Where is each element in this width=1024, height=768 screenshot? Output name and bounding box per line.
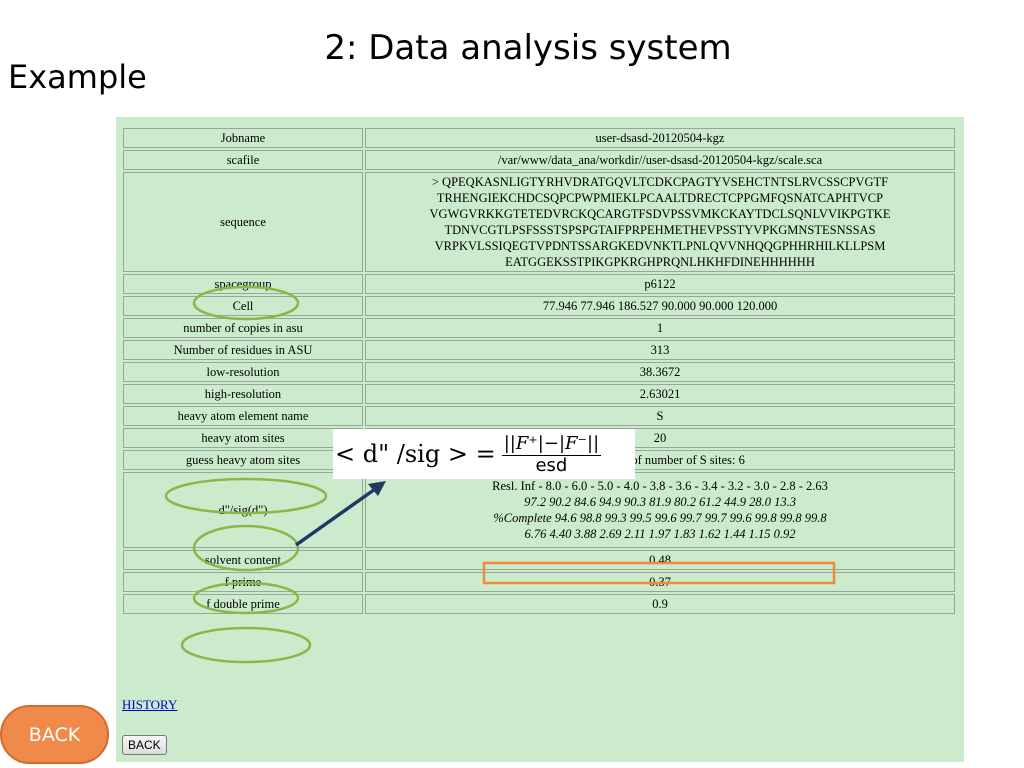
row-key: sequence bbox=[123, 172, 363, 272]
sequence-line: VGWGVRKKGTETEDVRCKQCARGTFSDVPSSVMKCKAYTD… bbox=[429, 207, 891, 221]
row-key: Cell bbox=[123, 296, 363, 316]
row-key: Number of residues in ASU bbox=[123, 340, 363, 360]
row-value: p6122 bbox=[365, 274, 955, 294]
sequence-value: > QPEQKASNLIGTYRHVDRATGQVLTCDKCPAGTYVSEH… bbox=[365, 172, 955, 272]
row-key: f double prime bbox=[123, 594, 363, 614]
row-key: low-resolution bbox=[123, 362, 363, 382]
row-value: 0.9 bbox=[365, 594, 955, 614]
table-row: Cell 77.946 77.946 186.527 90.000 90.000… bbox=[123, 296, 955, 316]
slide-back-button[interactable]: BACK bbox=[0, 705, 109, 764]
sequence-line: EATGGEKSSTPIKGPKRGHPRQNLHKHFDINEHHHHHH bbox=[505, 255, 815, 269]
table-row: Jobname user-dsasd-20120504-kgz bbox=[123, 128, 955, 148]
row-key: scafile bbox=[123, 150, 363, 170]
formula-denominator: esd bbox=[535, 454, 568, 476]
table-row: Number of residues in ASU 313 bbox=[123, 340, 955, 360]
formula-callout: < d" /sig > = ||F⁺|−|F⁻|| esd bbox=[333, 429, 635, 479]
table-row: sequence > QPEQKASNLIGTYRHVDRATGQVLTCDKC… bbox=[123, 172, 955, 272]
row-value: user-dsasd-20120504-kgz bbox=[365, 128, 955, 148]
formula-lhs: < d" /sig > = bbox=[335, 440, 496, 468]
table-row: f prime 0.37 bbox=[123, 572, 955, 592]
row-value: /var/www/data_ana/workdir//user-dsasd-20… bbox=[365, 150, 955, 170]
table-row: number of copies in asu 1 bbox=[123, 318, 955, 338]
table-row: spacegroup p6122 bbox=[123, 274, 955, 294]
dsig-line: %Complete 94.6 98.8 99.3 99.5 99.6 99.7 … bbox=[493, 511, 827, 525]
row-value: 2.63021 bbox=[365, 384, 955, 404]
dsig-line: 6.76 4.40 3.88 2.69 2.11 1.97 1.83 1.62 … bbox=[524, 527, 796, 541]
row-key: high-resolution bbox=[123, 384, 363, 404]
row-key: heavy atom sites bbox=[123, 428, 363, 448]
formula-numerator: ||F⁺|−|F⁻|| bbox=[501, 432, 602, 456]
table-row: solvent content 0.48 bbox=[123, 550, 955, 570]
row-value: S bbox=[365, 406, 955, 426]
row-value: 38.3672 bbox=[365, 362, 955, 382]
table-row: low-resolution 38.3672 bbox=[123, 362, 955, 382]
sequence-line: VRPKVLSSIQEGTVPDNTSSARGKEDVNKTLPNLQVVNHQ… bbox=[434, 239, 886, 253]
slide-title: 2: Data analysis system bbox=[324, 28, 732, 68]
dsig-line: Resl. Inf - 8.0 - 6.0 - 5.0 - 4.0 - 3.8 … bbox=[492, 479, 828, 493]
sequence-line: TDNVCGTLPSFSSSTSPSPGTAIFPRPEHMETHEVPSSTY… bbox=[444, 223, 876, 237]
table-row: high-resolution 2.63021 bbox=[123, 384, 955, 404]
slide-subtitle: Example bbox=[8, 58, 147, 96]
table-row: scafile /var/www/data_ana/workdir//user-… bbox=[123, 150, 955, 170]
row-key: number of copies in asu bbox=[123, 318, 363, 338]
history-link[interactable]: HISTORY bbox=[122, 697, 178, 712]
row-key: heavy atom element name bbox=[123, 406, 363, 426]
row-value: 313 bbox=[365, 340, 955, 360]
row-key: Jobname bbox=[123, 128, 363, 148]
row-key: d"/sig(d") bbox=[123, 472, 363, 548]
sequence-line: TRHENGIEKCHDCSQPCPWPMIEKLPCAALTDRECTCPPG… bbox=[436, 191, 884, 205]
table-row: f double prime 0.9 bbox=[123, 594, 955, 614]
row-value: 77.946 77.946 186.527 90.000 90.000 120.… bbox=[365, 296, 955, 316]
table-row: d"/sig(d") Resl. Inf - 8.0 - 6.0 - 5.0 -… bbox=[123, 472, 955, 548]
sequence-line: > QPEQKASNLIGTYRHVDRATGQVLTCDKCPAGTYVSEH… bbox=[431, 175, 889, 189]
back-button[interactable]: BACK bbox=[122, 735, 167, 755]
dsig-line: 97.2 90.2 84.6 94.9 90.3 81.9 80.2 61.2 … bbox=[524, 495, 796, 509]
dsig-value: Resl. Inf - 8.0 - 6.0 - 5.0 - 4.0 - 3.8 … bbox=[365, 472, 955, 548]
results-table: Jobname user-dsasd-20120504-kgz scafile … bbox=[121, 126, 957, 616]
row-value: 0.37 bbox=[365, 572, 955, 592]
row-value: 0.48 bbox=[365, 550, 955, 570]
formula-fraction: ||F⁺|−|F⁻|| esd bbox=[501, 432, 602, 476]
row-key: spacegroup bbox=[123, 274, 363, 294]
row-value: 1 bbox=[365, 318, 955, 338]
row-key: guess heavy atom sites bbox=[123, 450, 363, 470]
row-key: f prime bbox=[123, 572, 363, 592]
table-row: heavy atom element name S bbox=[123, 406, 955, 426]
row-key: solvent content bbox=[123, 550, 363, 570]
